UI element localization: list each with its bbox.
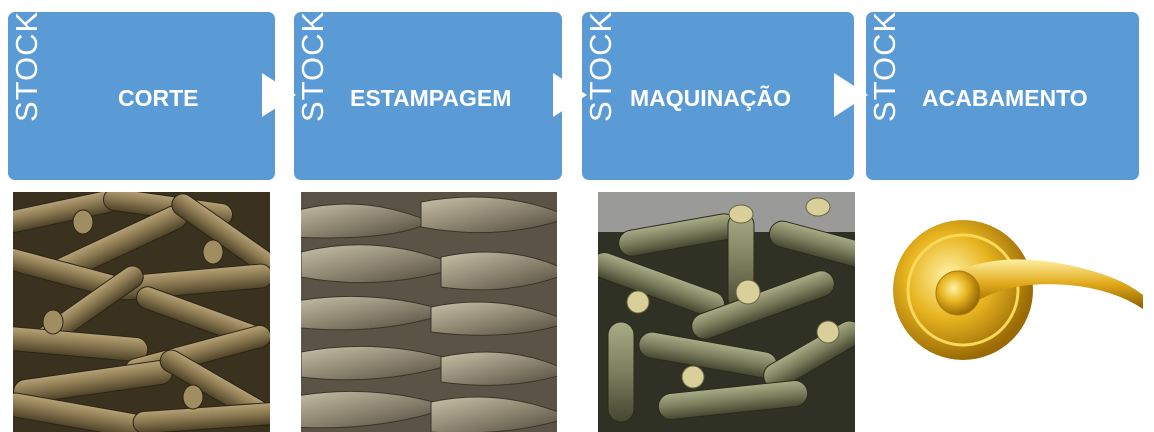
- brass-rods-photo: [13, 192, 270, 432]
- arrow-icon-3: [834, 73, 868, 117]
- machined-brass-parts-photo: [598, 192, 855, 432]
- arrow-icon-1: [262, 73, 296, 117]
- process-step-2: STOCK 2 ESTAMPAGEM: [294, 12, 562, 180]
- step-title-maquinacao: MAQUINAÇÃO: [630, 85, 791, 112]
- process-step-1: STOCK 1 CORTE: [8, 12, 275, 180]
- process-step-4: STOCK 4 ACABAMENTO: [866, 12, 1139, 180]
- gold-door-handle-photo: [888, 205, 1143, 395]
- arrow-icon-2: [553, 73, 587, 117]
- process-step-3: STOCK 3 MAQUINAÇÃO: [582, 12, 854, 180]
- step-title-corte: CORTE: [118, 85, 199, 112]
- step-title-acabamento: ACABAMENTO: [922, 85, 1088, 112]
- stamped-brass-parts-photo: [301, 192, 557, 432]
- step-title-estampagem: ESTAMPAGEM: [350, 85, 511, 112]
